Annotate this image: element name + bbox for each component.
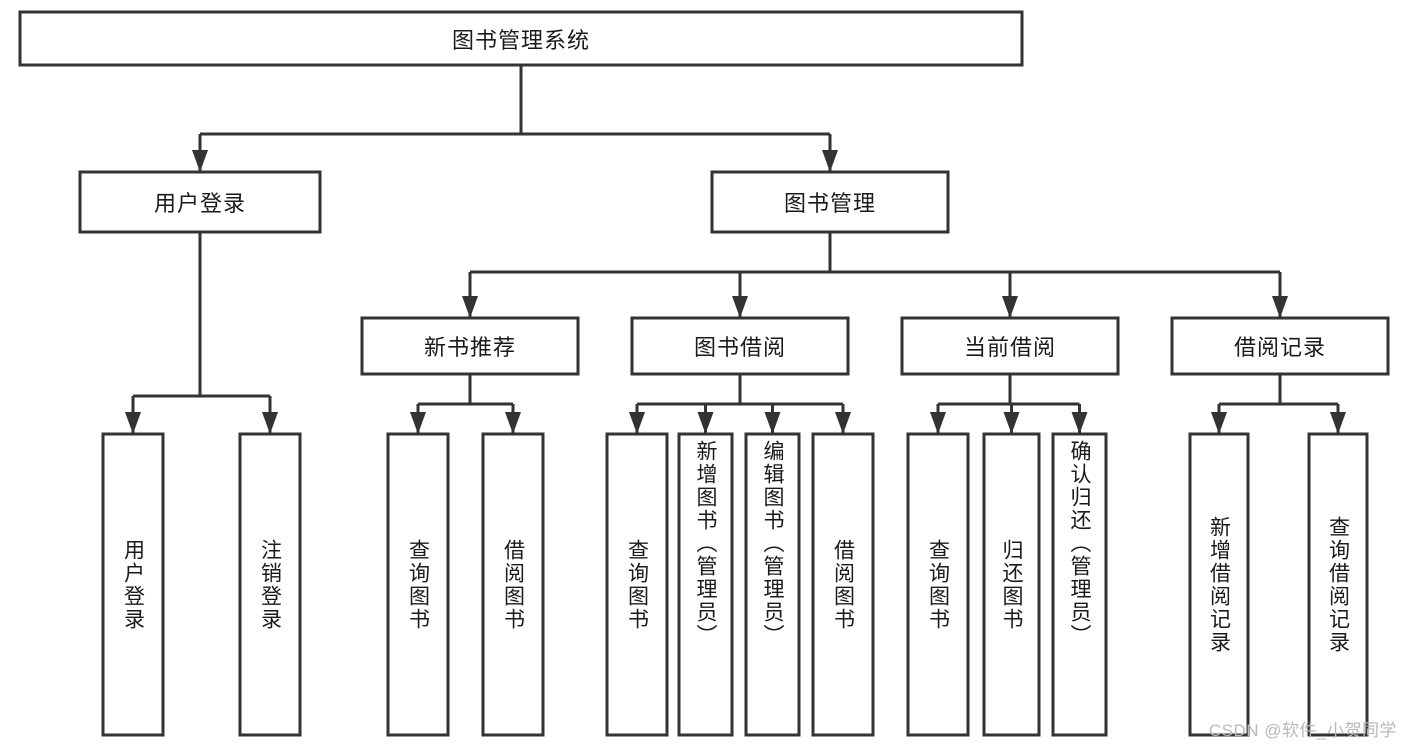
arrow-head-book-borrow: [732, 296, 748, 318]
arrow-head-book-manage: [822, 150, 838, 172]
node-box-user-login[interactable]: [78, 170, 322, 234]
node-box-leaf-query-book-3[interactable]: [906, 432, 970, 737]
watermark-text: CSDN @软件_小贺同学: [1208, 721, 1397, 740]
arrow-head-leaf-query-book-2: [629, 412, 645, 434]
arrow-head-new-book-rec: [462, 296, 478, 318]
node-box-book-borrow[interactable]: [630, 316, 850, 376]
arrow-head-leaf-query-book-1: [410, 412, 426, 434]
node-box-leaf-confirm-return[interactable]: [1051, 432, 1108, 737]
node-box-current-borrow[interactable]: [900, 316, 1120, 376]
arrow-head-leaf-return-book: [1003, 412, 1020, 434]
node-box-leaf-borrow-book-1[interactable]: [481, 432, 545, 737]
node-box-book-manage[interactable]: [710, 170, 950, 234]
arrow-head-leaf-borrow-book-2: [835, 412, 851, 434]
arrow-head-leaf-user-login: [125, 412, 141, 434]
node-box-leaf-add-record[interactable]: [1188, 432, 1250, 737]
node-layer: [18, 10, 1390, 737]
node-box-leaf-edit-book[interactable]: [744, 432, 801, 737]
node-box-leaf-return-book[interactable]: [982, 432, 1041, 737]
arrow-head-current-borrow: [1002, 296, 1018, 318]
arrow-head-leaf-edit-book: [764, 412, 781, 434]
node-box-leaf-query-book-1[interactable]: [386, 432, 450, 737]
node-box-leaf-user-login[interactable]: [101, 432, 165, 737]
arrow-head-borrow-record: [1272, 296, 1288, 318]
arrow-head-leaf-add-book: [697, 412, 714, 434]
node-box-leaf-logout[interactable]: [238, 432, 302, 737]
node-box-borrow-record[interactable]: [1170, 316, 1390, 376]
node-box-leaf-borrow-book-2[interactable]: [811, 432, 875, 737]
arrow-head-user-login: [192, 150, 208, 172]
arrow-head-leaf-query-record: [1330, 412, 1346, 434]
node-box-root[interactable]: [18, 10, 1024, 67]
node-box-leaf-add-book[interactable]: [677, 432, 734, 737]
arrow-head-leaf-borrow-book-1: [505, 412, 521, 434]
connector-layer: [125, 65, 1346, 434]
node-box-leaf-query-record[interactable]: [1307, 432, 1369, 737]
arrow-head-leaf-confirm-return: [1071, 412, 1088, 434]
arrow-head-leaf-query-book-3: [930, 412, 946, 434]
arrow-head-leaf-add-record: [1211, 412, 1227, 434]
node-box-new-book-rec[interactable]: [360, 316, 580, 376]
node-box-leaf-query-book-2[interactable]: [605, 432, 669, 737]
arrow-head-leaf-logout: [262, 412, 278, 434]
